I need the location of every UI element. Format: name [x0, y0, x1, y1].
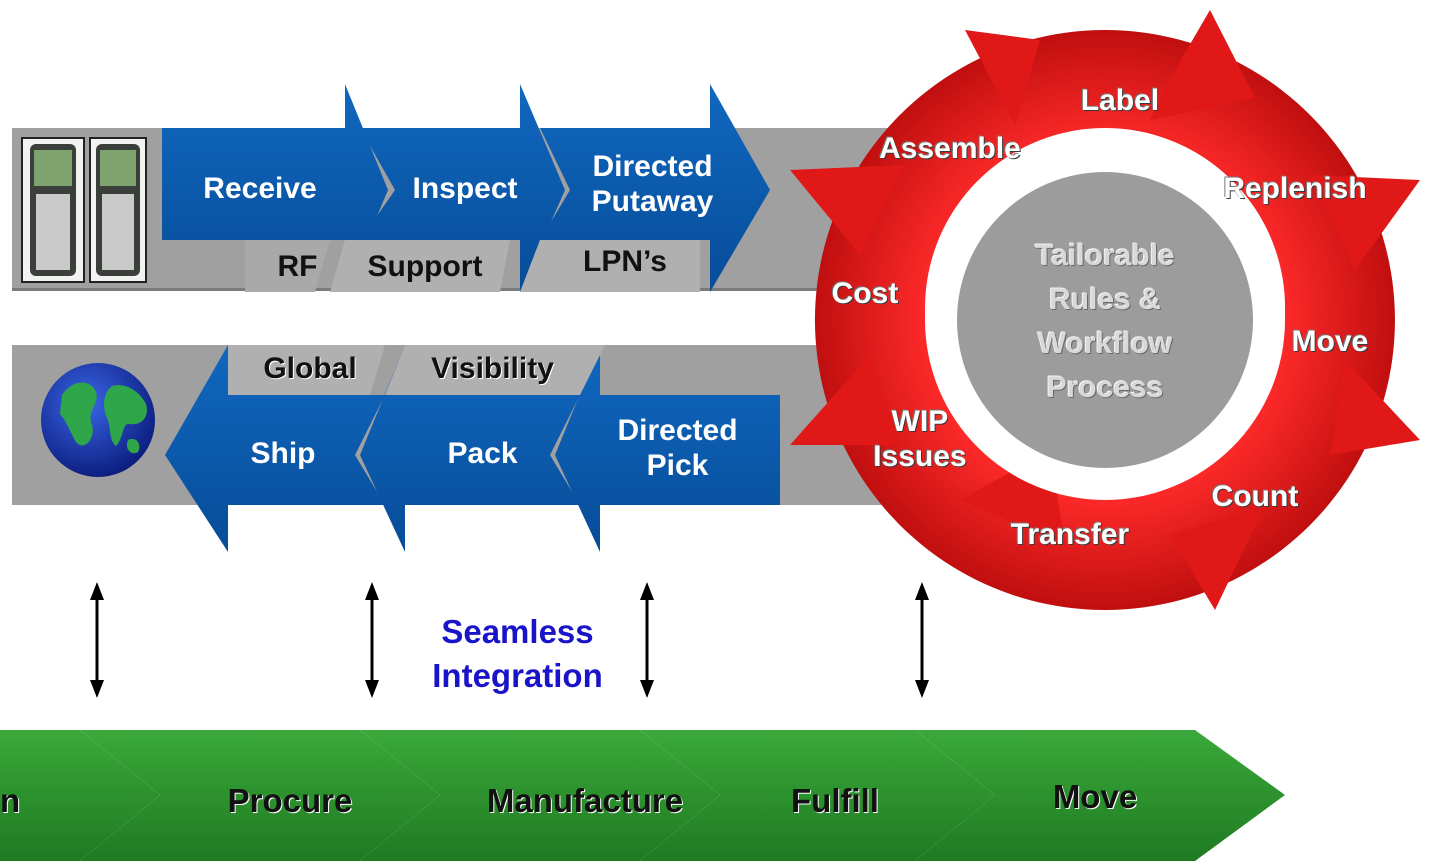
cycle-replenish: Replenish [1223, 172, 1367, 205]
chain-stage-3 [360, 730, 720, 861]
cycle-arrowhead-label [1150, 10, 1255, 120]
globe-icon [41, 363, 155, 477]
chain-label-1: n [0, 782, 21, 819]
handheld-rf-scanner-icon [21, 137, 147, 283]
chain-stage-5 [915, 730, 1285, 861]
step-ship: Ship [250, 437, 316, 470]
feature-lpns: LPN’s [583, 245, 667, 278]
chain-stage-2 [80, 730, 440, 861]
arrow-pack [360, 345, 580, 552]
cycle-arrowhead-cost [790, 165, 905, 255]
cycle-arrowhead-wip [790, 355, 900, 445]
cycle-move: Move [1291, 325, 1369, 358]
supply-chain [0, 730, 1285, 861]
step-pack: Pack [447, 437, 518, 470]
chain-stage-1 [0, 730, 160, 861]
inbound-arrows [162, 84, 770, 292]
feature-rf: RF [277, 250, 318, 283]
chain-label-fulfill: Fulfill [791, 782, 879, 819]
cycle-cost: Cost [831, 277, 899, 310]
chain-label-manufacture: Manufacture [486, 782, 684, 819]
outbound-arrows [165, 345, 780, 552]
feature-global: Global [263, 352, 357, 385]
workflow-cycle [790, 10, 1420, 610]
cycle-arrowhead-assemble [965, 30, 1040, 125]
chain-label-procure: Procure [227, 782, 353, 819]
arrow-ship [165, 345, 385, 552]
seamless-integration-label: Seamless Integration [432, 613, 603, 694]
arrow-receive [162, 84, 388, 292]
chain-label-move: Move [1052, 778, 1138, 815]
step-receive: Receive [203, 172, 317, 205]
feature-support: Support [367, 250, 483, 283]
cycle-arrowhead-count [1170, 505, 1265, 610]
step-directed-putaway: Directed Putaway [591, 150, 714, 218]
step-directed-pick: Directed Pick [617, 414, 738, 482]
chain-stage-4 [640, 730, 995, 861]
arrow-directed-pick [555, 345, 780, 552]
cycle-label: Label [1080, 84, 1160, 117]
integration-arrows [90, 582, 929, 698]
step-inspect: Inspect [412, 172, 518, 205]
cycle-center [957, 172, 1253, 468]
cycle-transfer: Transfer [1010, 518, 1130, 551]
cycle-assemble: Assemble [879, 132, 1021, 165]
cycle-arrowhead-move [1330, 360, 1420, 455]
cycle-center-text: Tailorable Rules & Workflow Process [1035, 239, 1175, 404]
cycle-arrowhead-replenish [1310, 175, 1420, 270]
cycle-count: Count [1211, 480, 1299, 513]
cycle-wip-issues: WIP Issues [873, 405, 967, 473]
feature-visibility: Visibility [431, 352, 554, 385]
